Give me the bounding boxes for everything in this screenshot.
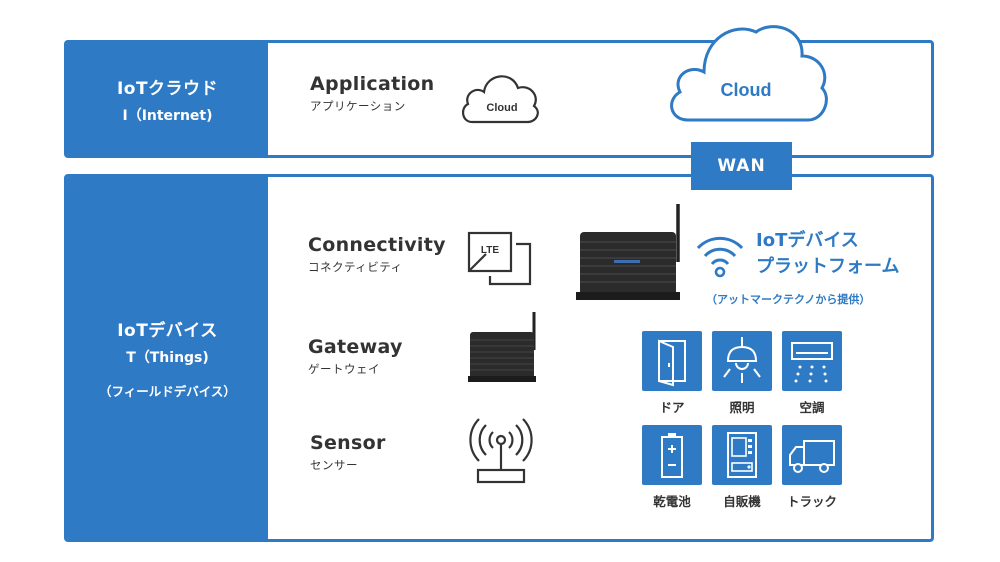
wifi-icon: [696, 236, 744, 278]
vending-machine-label: 自販機: [723, 494, 761, 509]
application-ja: アプリケーション: [310, 99, 406, 113]
application-en: Application: [310, 73, 435, 95]
platform-title-line2: プラットフォーム: [756, 256, 900, 277]
door-icon: [658, 339, 686, 387]
lamp-tile: [712, 331, 772, 391]
door-label: ドア: [659, 400, 685, 415]
air-conditioner-icon: [791, 342, 833, 383]
cloud-large-label: Cloud: [721, 80, 772, 100]
air-conditioner-label: 空調: [799, 400, 825, 415]
gateway-device-icon: [468, 312, 536, 382]
battery-tile: [642, 425, 702, 485]
cloud-small-label: Cloud: [486, 102, 517, 114]
wan-badge: WAN: [691, 142, 792, 190]
truck-label: トラック: [786, 494, 837, 509]
lte-label: LTE: [481, 245, 499, 256]
sensor-label: Sensor センサー: [310, 432, 386, 473]
truck-tile: [782, 425, 842, 485]
connectivity-ja: コネクティビティ: [308, 260, 403, 274]
cloud-small-icon: Cloud: [462, 75, 539, 124]
battery-icon: [661, 433, 683, 478]
connectivity-label: Connectivity コネクティビティ: [308, 234, 446, 275]
iot-device-side-label: IoTデバイス T（Things) （フィールドデバイス）: [67, 177, 268, 539]
platform-title: IoTデバイス プラットフォーム: [756, 228, 899, 280]
sensor-icon: [469, 418, 533, 484]
connectivity-en: Connectivity: [308, 234, 446, 256]
cloud-large-icon: Cloud: [670, 25, 828, 122]
sensor-ja: センサー: [310, 458, 358, 472]
iot-device-title: IoTデバイス: [117, 321, 218, 341]
air-conditioner-tile: [782, 331, 842, 391]
iot-cloud-title: IoTクラウド: [116, 78, 219, 99]
iot-cloud-subtitle: I（Internet): [122, 107, 213, 124]
lte-icon: LTE: [467, 231, 532, 286]
lamp-icon: [723, 337, 761, 383]
platform-title-line1: IoTデバイス: [756, 230, 859, 251]
gateway-ja: ゲートウェイ: [308, 362, 380, 376]
application-label: Application アプリケーション: [310, 73, 435, 114]
truck-icon: [789, 440, 835, 473]
sensor-en: Sensor: [310, 432, 386, 454]
door-tile: [642, 331, 702, 391]
platform-subtitle: （アットマークテクノから提供）: [706, 293, 871, 306]
battery-label: 乾電池: [653, 494, 691, 509]
iot-cloud-side-label: IoTクラウド I（Internet): [67, 43, 268, 155]
vending-machine-icon: [727, 432, 757, 478]
vending-machine-tile: [712, 425, 772, 485]
gateway-en: Gateway: [308, 336, 403, 358]
iot-device-subtitle: T（Things): [126, 350, 209, 366]
lamp-label: 照明: [729, 400, 755, 415]
iot-device-note: （フィールドデバイス）: [99, 384, 236, 399]
iot-platform-device-icon: [576, 204, 680, 300]
gateway-label: Gateway ゲートウェイ: [308, 336, 403, 377]
